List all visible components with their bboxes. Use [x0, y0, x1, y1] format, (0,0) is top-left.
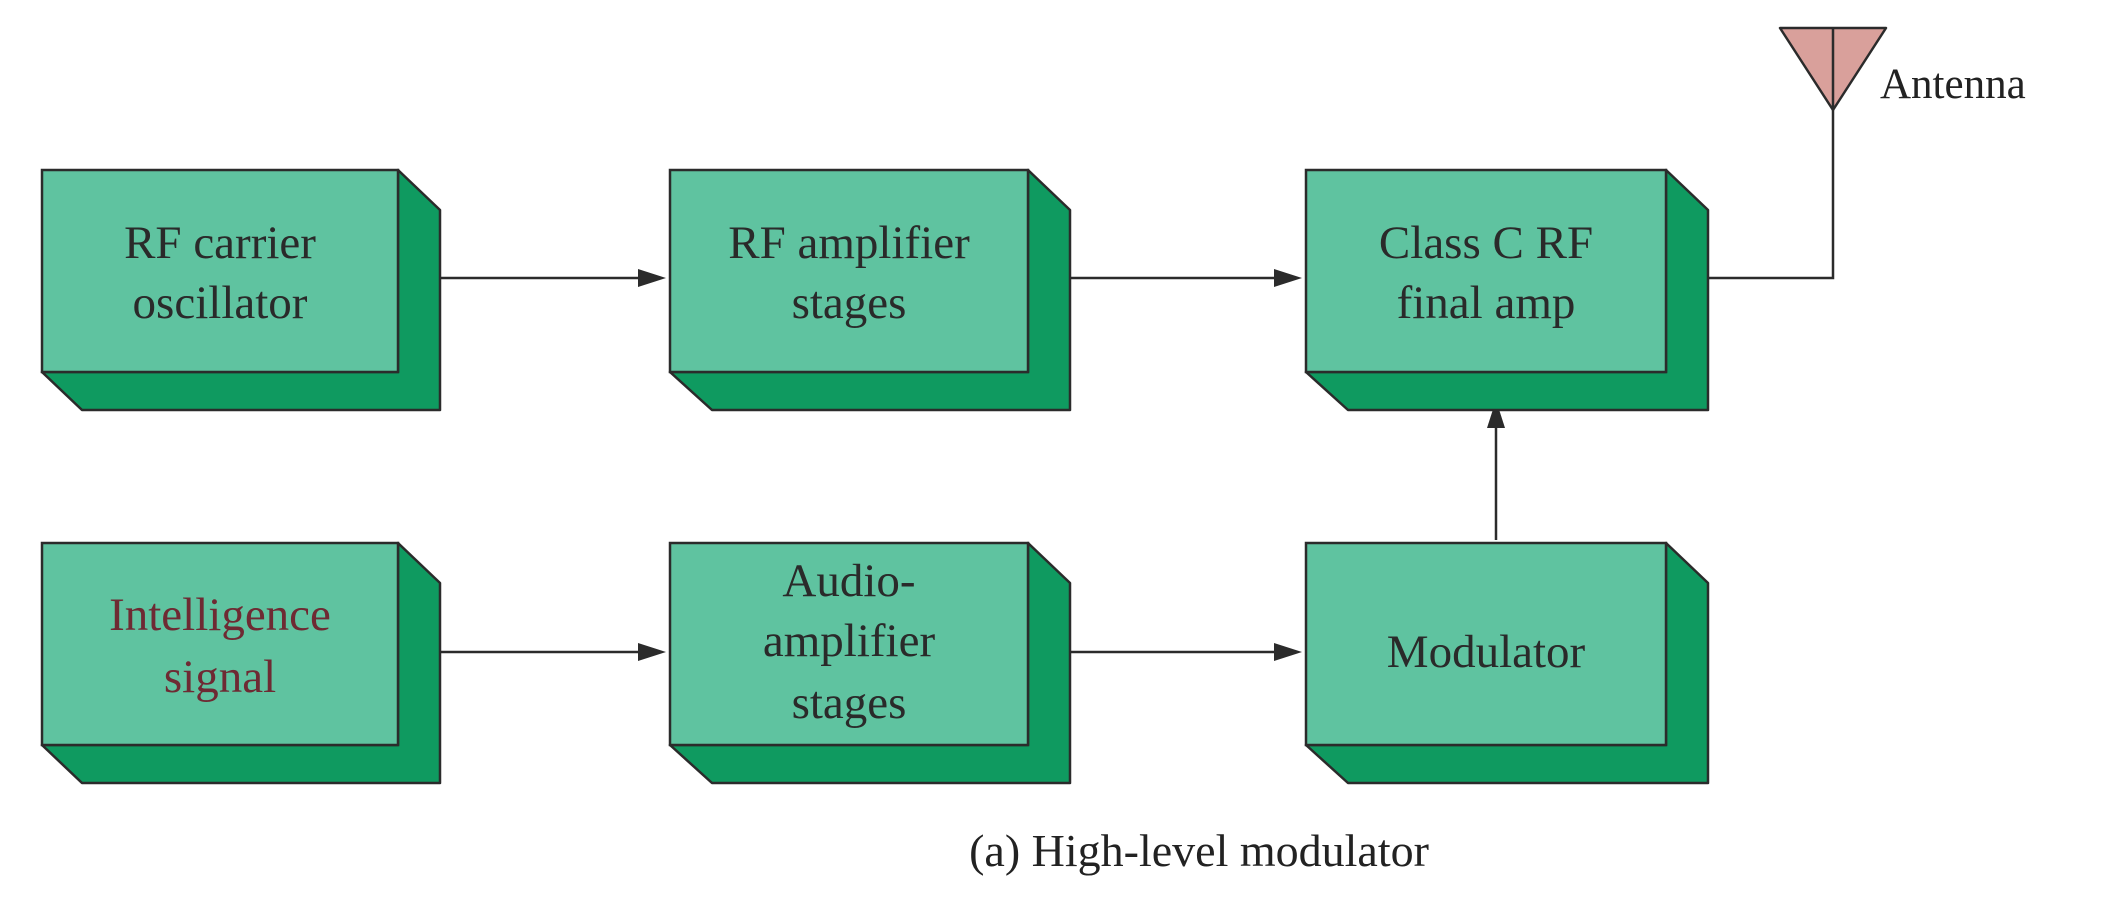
block-label: signal [164, 651, 276, 703]
block-face [668, 168, 1030, 374]
figure-caption: (a) High-level modulator [969, 825, 1429, 876]
block-face [40, 168, 400, 374]
arrow-head-rf-amp [638, 269, 666, 287]
block-rf-carrier-oscillator: RF carrier oscillator [40, 168, 442, 412]
block-audio-amplifier-stages: Audio- amplifier stages [668, 541, 1072, 785]
arrow-head-final-amp [1274, 269, 1302, 287]
block-face [1304, 168, 1668, 374]
antenna: Antenna [1778, 26, 2026, 112]
block-face [1304, 541, 1668, 747]
block-face [668, 541, 1030, 747]
block-class-c-rf-final-amp: Class C RF final amp [1304, 168, 1710, 412]
block-label: RF amplifier [728, 217, 970, 269]
block-label: Intelligence [109, 589, 331, 641]
block-label: final amp [1397, 277, 1576, 329]
block-rf-amplifier-stages: RF amplifier stages [668, 168, 1072, 412]
block-label: Audio- [782, 555, 915, 607]
block-face [40, 541, 400, 747]
wire-final-amp-to-antenna [1660, 110, 1835, 280]
block-label: Class C RF [1379, 217, 1593, 269]
block-label: amplifier [763, 615, 936, 667]
block-label: Modulator [1387, 626, 1586, 678]
arrow-head-modulator [1274, 643, 1302, 661]
block-modulator: Modulator [1304, 541, 1710, 785]
block-label: RF carrier [124, 217, 316, 269]
antenna-label: Antenna [1880, 61, 2026, 108]
block-intelligence-signal: Intelligence signal [40, 541, 442, 785]
block-label: stages [792, 677, 907, 729]
block-label: oscillator [133, 277, 308, 329]
block-label: stages [792, 277, 907, 329]
arrow-head-audio-amp [638, 643, 666, 661]
arrow-head-modulator-up [1487, 400, 1505, 428]
